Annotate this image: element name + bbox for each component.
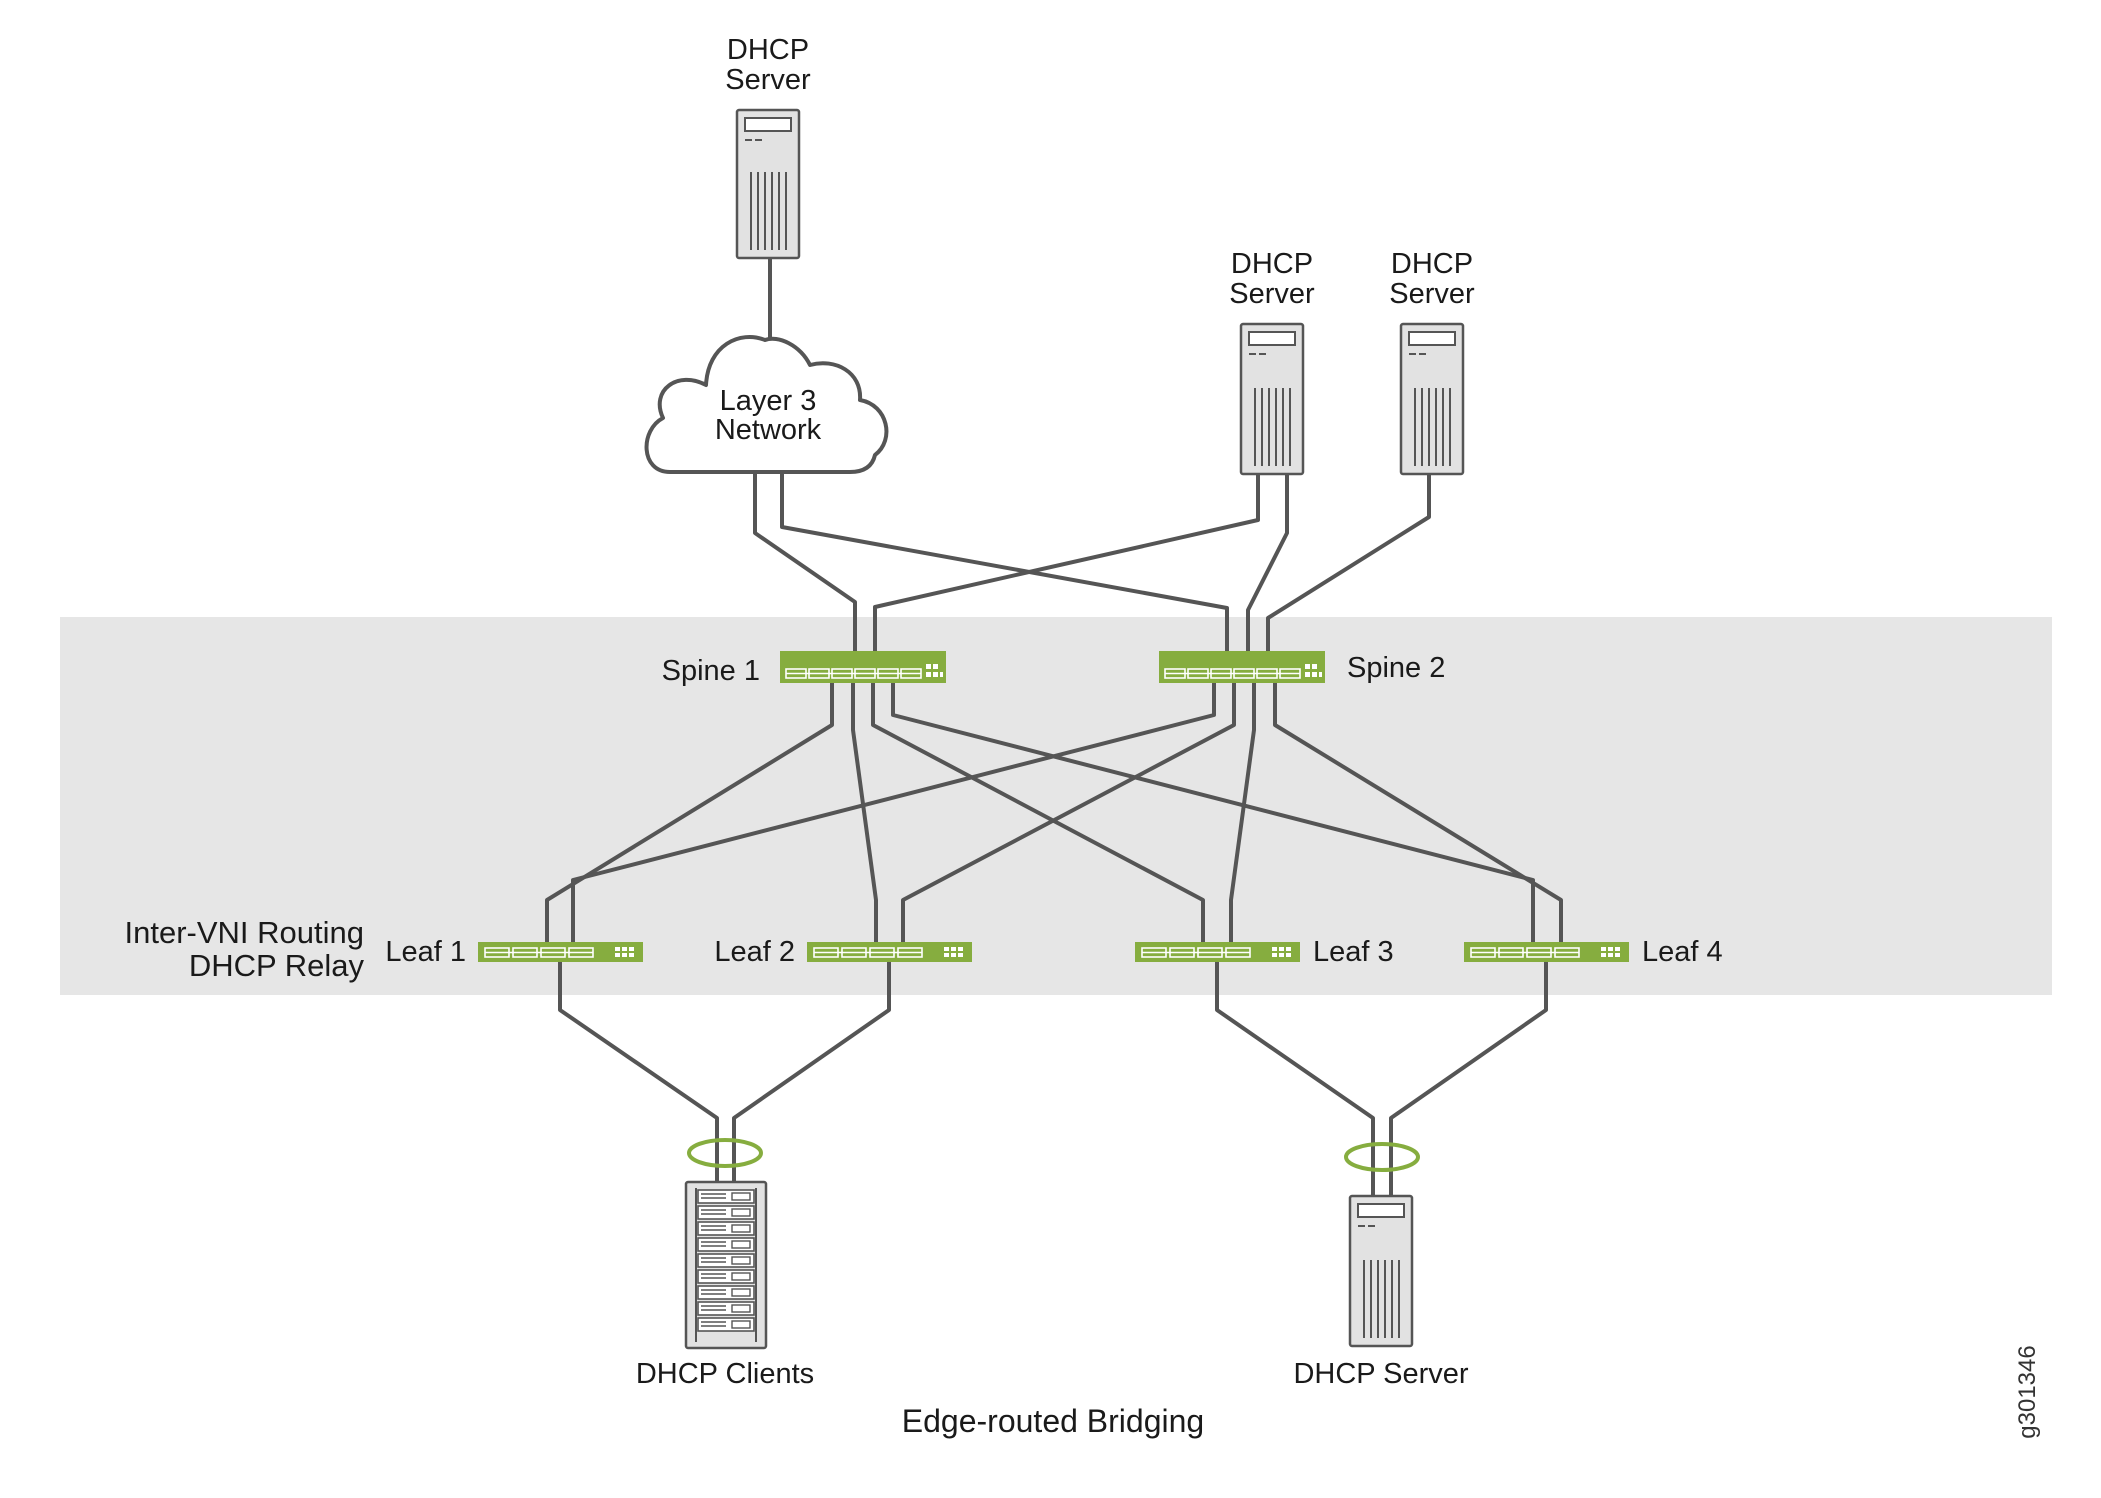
link-spine1-leaf4	[891, 682, 1535, 944]
server-right-a-label-line1: DHCP	[1231, 248, 1313, 280]
clients-label: DHCP Clients	[636, 1358, 814, 1390]
leaf-4-label: Leaf 4	[1642, 936, 1723, 968]
switch-icon	[1464, 942, 1629, 962]
cloud-label-line1: Layer 3	[720, 385, 817, 417]
leaf-3-label: Leaf 3	[1313, 936, 1394, 968]
server-right-b-label-line1: DHCP	[1391, 248, 1473, 280]
link-leaf3-server	[1215, 960, 1375, 1200]
leaf-4: Leaf 4	[1464, 936, 1723, 968]
server-icon	[1239, 322, 1305, 476]
server-icon	[735, 108, 801, 260]
link-spine2-leaf1	[571, 680, 1216, 944]
link-serverA-spine2	[1246, 474, 1289, 652]
links	[545, 258, 1563, 1200]
spine-2-label: Spine 2	[1347, 652, 1445, 684]
diagram-title: Edge-routed Bridging	[902, 1403, 1204, 1439]
leaf-1: Leaf 1	[385, 936, 643, 968]
fabric-role-label-line2: DHCP Relay	[189, 948, 365, 983]
leaf-1-label: Leaf 1	[385, 936, 466, 968]
link-serverA-spine1	[873, 474, 1260, 652]
switch-icon	[780, 651, 946, 683]
link-leaf1-clients	[558, 960, 719, 1185]
server-rack-icon	[684, 1180, 768, 1350]
server-top-label-line1: DHCP	[727, 34, 809, 66]
dhcp-server-right-b: DHCP Server	[1389, 248, 1475, 476]
dhcp-server-top: DHCP Server	[725, 34, 811, 260]
dhcp-server-bottom: DHCP Server	[1293, 1194, 1469, 1390]
figure-id: g301346	[2014, 1345, 2041, 1438]
spine-2: Spine 2	[1159, 651, 1445, 684]
cloud-icon	[644, 335, 889, 474]
link-leaf4-server	[1389, 960, 1548, 1200]
server-right-a-label-line2: Server	[1229, 278, 1315, 310]
link-spine2-leaf4	[1273, 680, 1563, 944]
fabric-role-label-line1: Inter-VNI Routing	[125, 915, 365, 950]
spine-1-label: Spine 1	[662, 655, 760, 687]
link-serverB-spine2	[1266, 474, 1431, 652]
lag-ring-server	[1344, 1142, 1420, 1172]
link-spine1-leaf1	[545, 682, 834, 944]
switch-icon	[1135, 942, 1300, 962]
leaf-3: Leaf 3	[1135, 936, 1394, 968]
cloud-label-line2: Network	[715, 414, 822, 446]
server-bottom-label: DHCP Server	[1293, 1358, 1468, 1390]
fabric-band	[60, 617, 2052, 995]
switch-icon	[478, 942, 643, 962]
dhcp-clients: DHCP Clients	[636, 1180, 814, 1390]
link-leaf2-clients	[732, 960, 891, 1185]
link-spine2-leaf2	[901, 680, 1236, 944]
link-spine1-leaf3	[871, 682, 1205, 944]
link-cloud-spine1	[753, 474, 857, 652]
lag-ring-clients	[687, 1138, 763, 1168]
dhcp-server-right-a: DHCP Server	[1229, 248, 1315, 476]
spine-1: Spine 1	[662, 651, 946, 687]
link-spine1-leaf2	[851, 682, 878, 944]
leaf-2-label: Leaf 2	[714, 936, 795, 968]
leaf-2: Leaf 2	[714, 936, 972, 968]
server-icon	[1399, 322, 1465, 476]
server-icon	[1348, 1194, 1414, 1348]
server-right-b-label-line2: Server	[1389, 278, 1475, 310]
link-cloud-spine2	[780, 474, 1229, 652]
switch-icon	[1159, 651, 1325, 683]
link-spine2-leaf3	[1229, 680, 1256, 944]
server-top-label-line2: Server	[725, 64, 811, 96]
layer3-cloud: Layer 3 Network	[644, 335, 889, 474]
switch-icon	[807, 942, 972, 962]
